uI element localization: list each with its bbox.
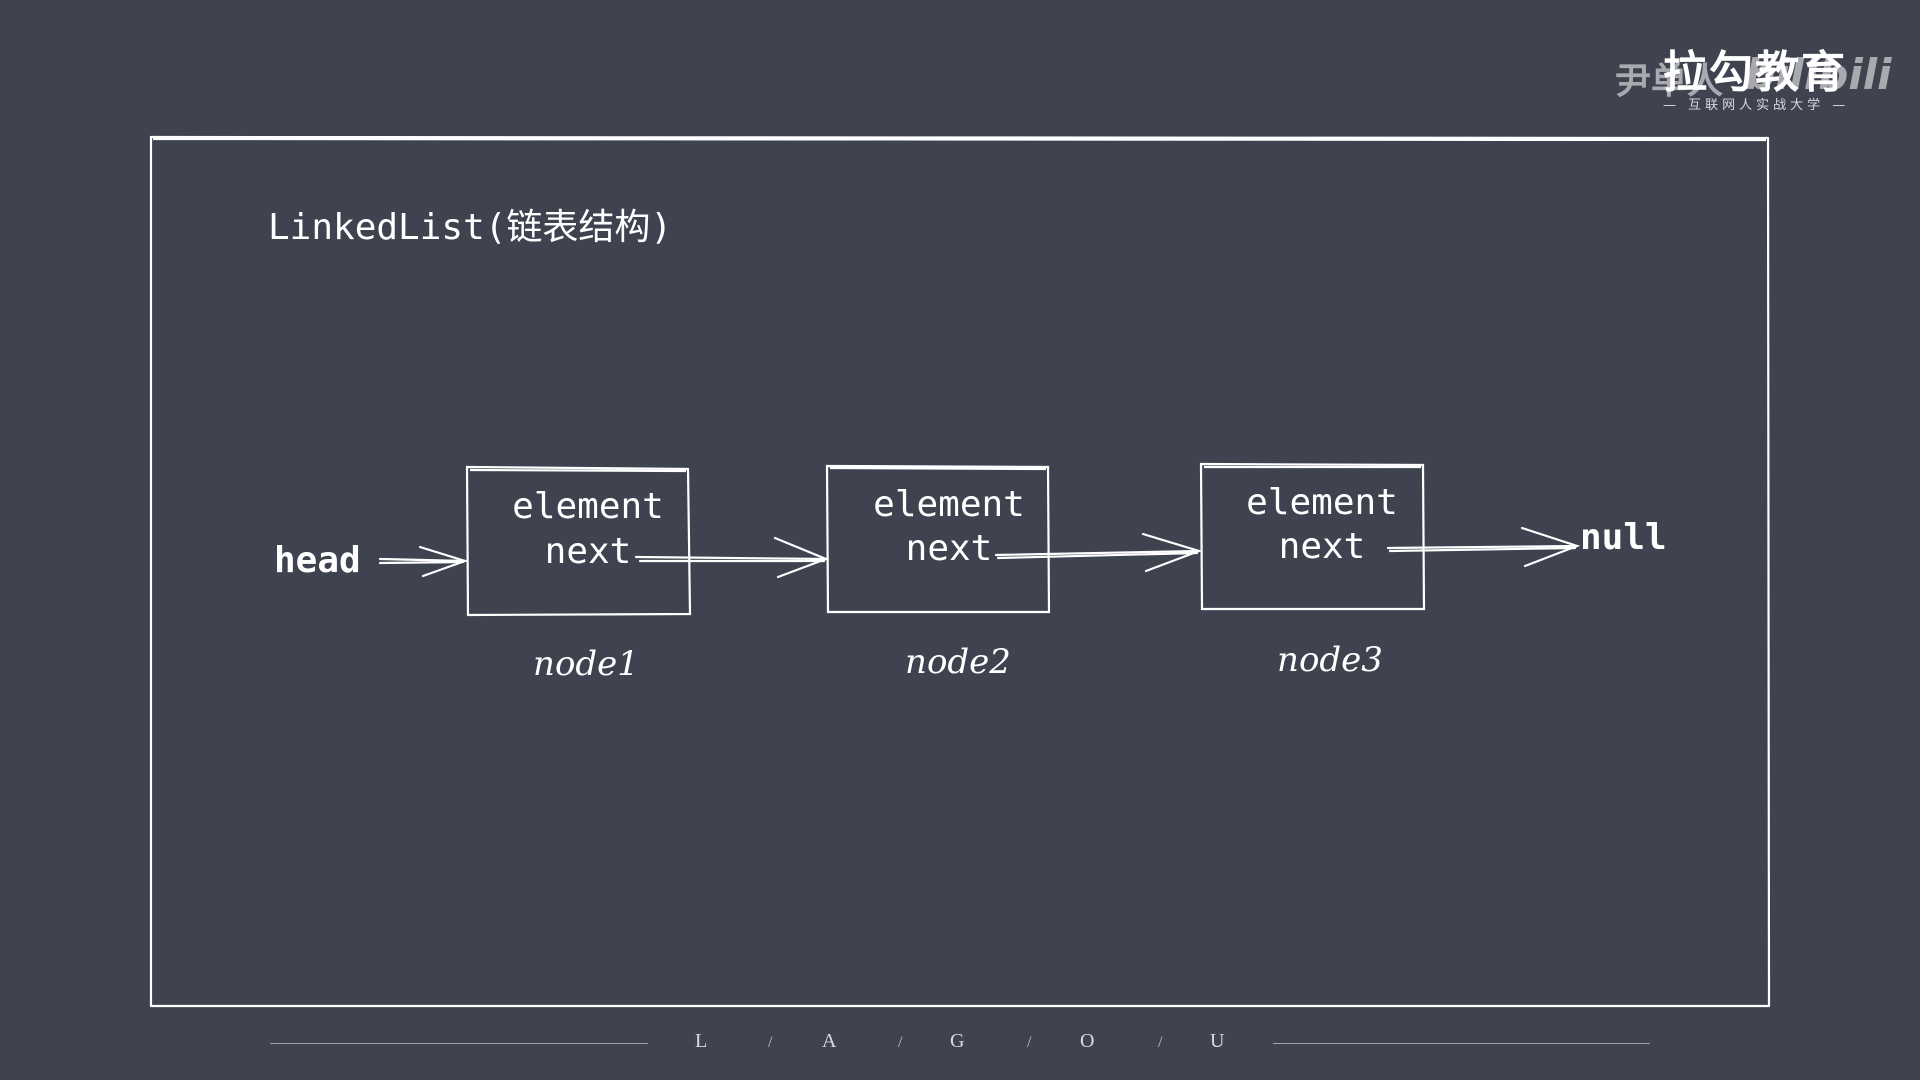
node-box-3 [1199, 462, 1426, 611]
footer-letter: G [950, 1030, 966, 1052]
footer-rule-left [270, 1043, 648, 1044]
arrow-node3-to-null [1386, 526, 1581, 568]
footer-letter: U [1210, 1030, 1226, 1052]
channel-watermark: 尹单人 [1615, 61, 1724, 102]
node3-caption: node3 [1277, 640, 1383, 680]
footer-separator: / [1158, 1034, 1163, 1051]
brand-logo-text: 拉勾教育 [1663, 47, 1847, 98]
footer-letter: A [822, 1030, 838, 1052]
footer-letter: L [695, 1030, 709, 1052]
node3-next-label: next [1279, 526, 1366, 567]
arrow-node1-to-node2 [634, 536, 830, 579]
footer-separator: / [898, 1034, 903, 1051]
head-label: head [274, 540, 361, 581]
node-box-2 [825, 464, 1051, 614]
brand-logo-subtitle: — 互联网人实战大学 — [1663, 98, 1850, 113]
footer-rule-right [1273, 1043, 1650, 1044]
node3-element-label: element [1246, 482, 1398, 523]
node-box-1 [465, 465, 692, 617]
footer-separator: / [1027, 1034, 1032, 1051]
brand-logo: 尹单人 bilibili 拉勾教育 — 互联网人实战大学 — [1615, 36, 1895, 116]
node1-element-label: element [512, 486, 664, 527]
node2-next-label: next [906, 528, 993, 569]
arrow-head-to-node1 [378, 545, 469, 578]
footer-letter: O [1080, 1030, 1096, 1052]
node1-caption: node1 [533, 644, 639, 684]
diagram-title: LinkedList(链表结构) [268, 207, 672, 248]
node2-element-label: element [873, 484, 1025, 525]
node1-next-label: next [545, 531, 632, 572]
arrow-node2-to-node3 [994, 532, 1203, 573]
node2-caption: node2 [905, 642, 1011, 682]
platform-watermark: bilibili [1745, 50, 1892, 99]
footer-separator: / [768, 1034, 773, 1051]
outer-frame [149, 135, 1771, 1008]
null-label: null [1580, 517, 1667, 558]
